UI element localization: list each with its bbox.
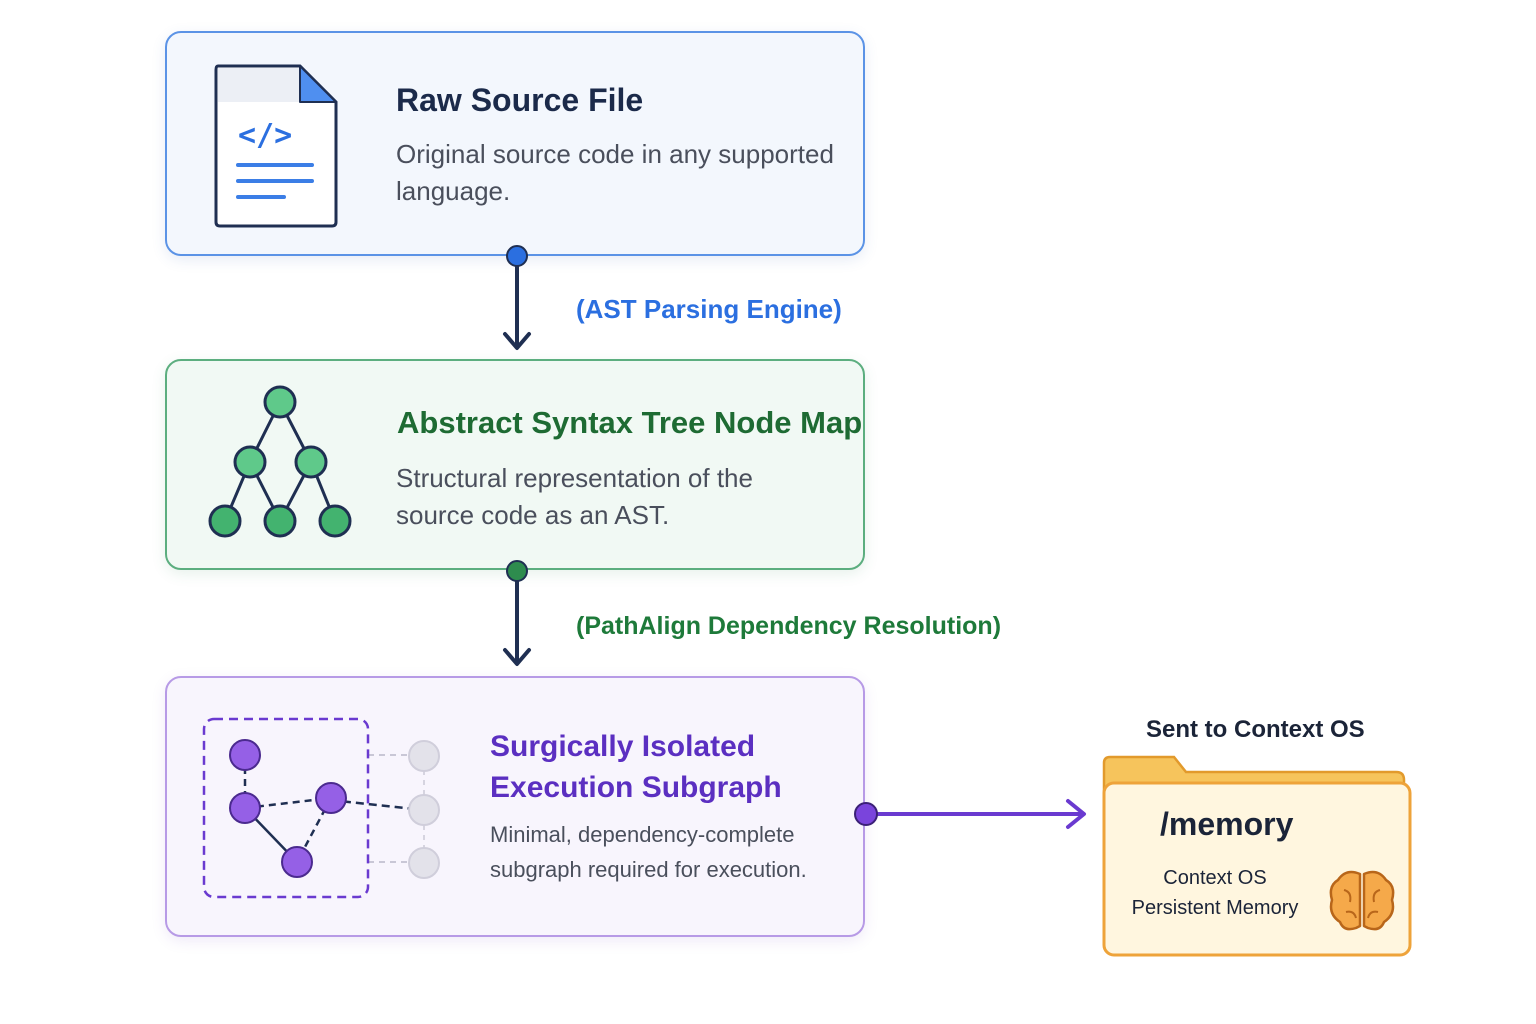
code-file-icon: </> bbox=[214, 64, 338, 228]
parse-edge-label: (AST Parsing Engine) bbox=[576, 294, 842, 324]
ast-description: Structural representation of the source … bbox=[396, 463, 753, 530]
subgraph-icon bbox=[202, 717, 440, 899]
resolve-edge-label: (PathAlign Dependency Resolution) bbox=[576, 612, 1002, 640]
memory-line-2: Persistent Memory bbox=[1131, 897, 1299, 919]
source-file-title: Raw Source File bbox=[396, 82, 644, 118]
ast-title: Abstract Syntax Tree Node Map bbox=[397, 405, 863, 440]
parse-arrow bbox=[503, 245, 531, 350]
memory-line-1: Context OS bbox=[1163, 867, 1267, 889]
destination-caption: Sent to Context OS bbox=[1146, 716, 1365, 743]
memory-folder-title: /memory bbox=[1160, 806, 1294, 842]
brain-icon bbox=[1329, 870, 1395, 931]
resolve-arrow bbox=[503, 560, 531, 666]
source-file-description: Original source code in any supported la… bbox=[396, 139, 834, 206]
svg-text:</>: </> bbox=[238, 118, 292, 153]
tree-graph-icon bbox=[208, 385, 352, 538]
subgraph-description: Minimal, dependency-complete subgraph re… bbox=[490, 822, 807, 882]
send-arrow bbox=[854, 799, 1086, 829]
memory-folder-subtitle: Context OS Persistent Memory bbox=[1120, 863, 1310, 923]
subgraph-title: Surgically Isolated Execution Subgraph bbox=[490, 730, 782, 804]
